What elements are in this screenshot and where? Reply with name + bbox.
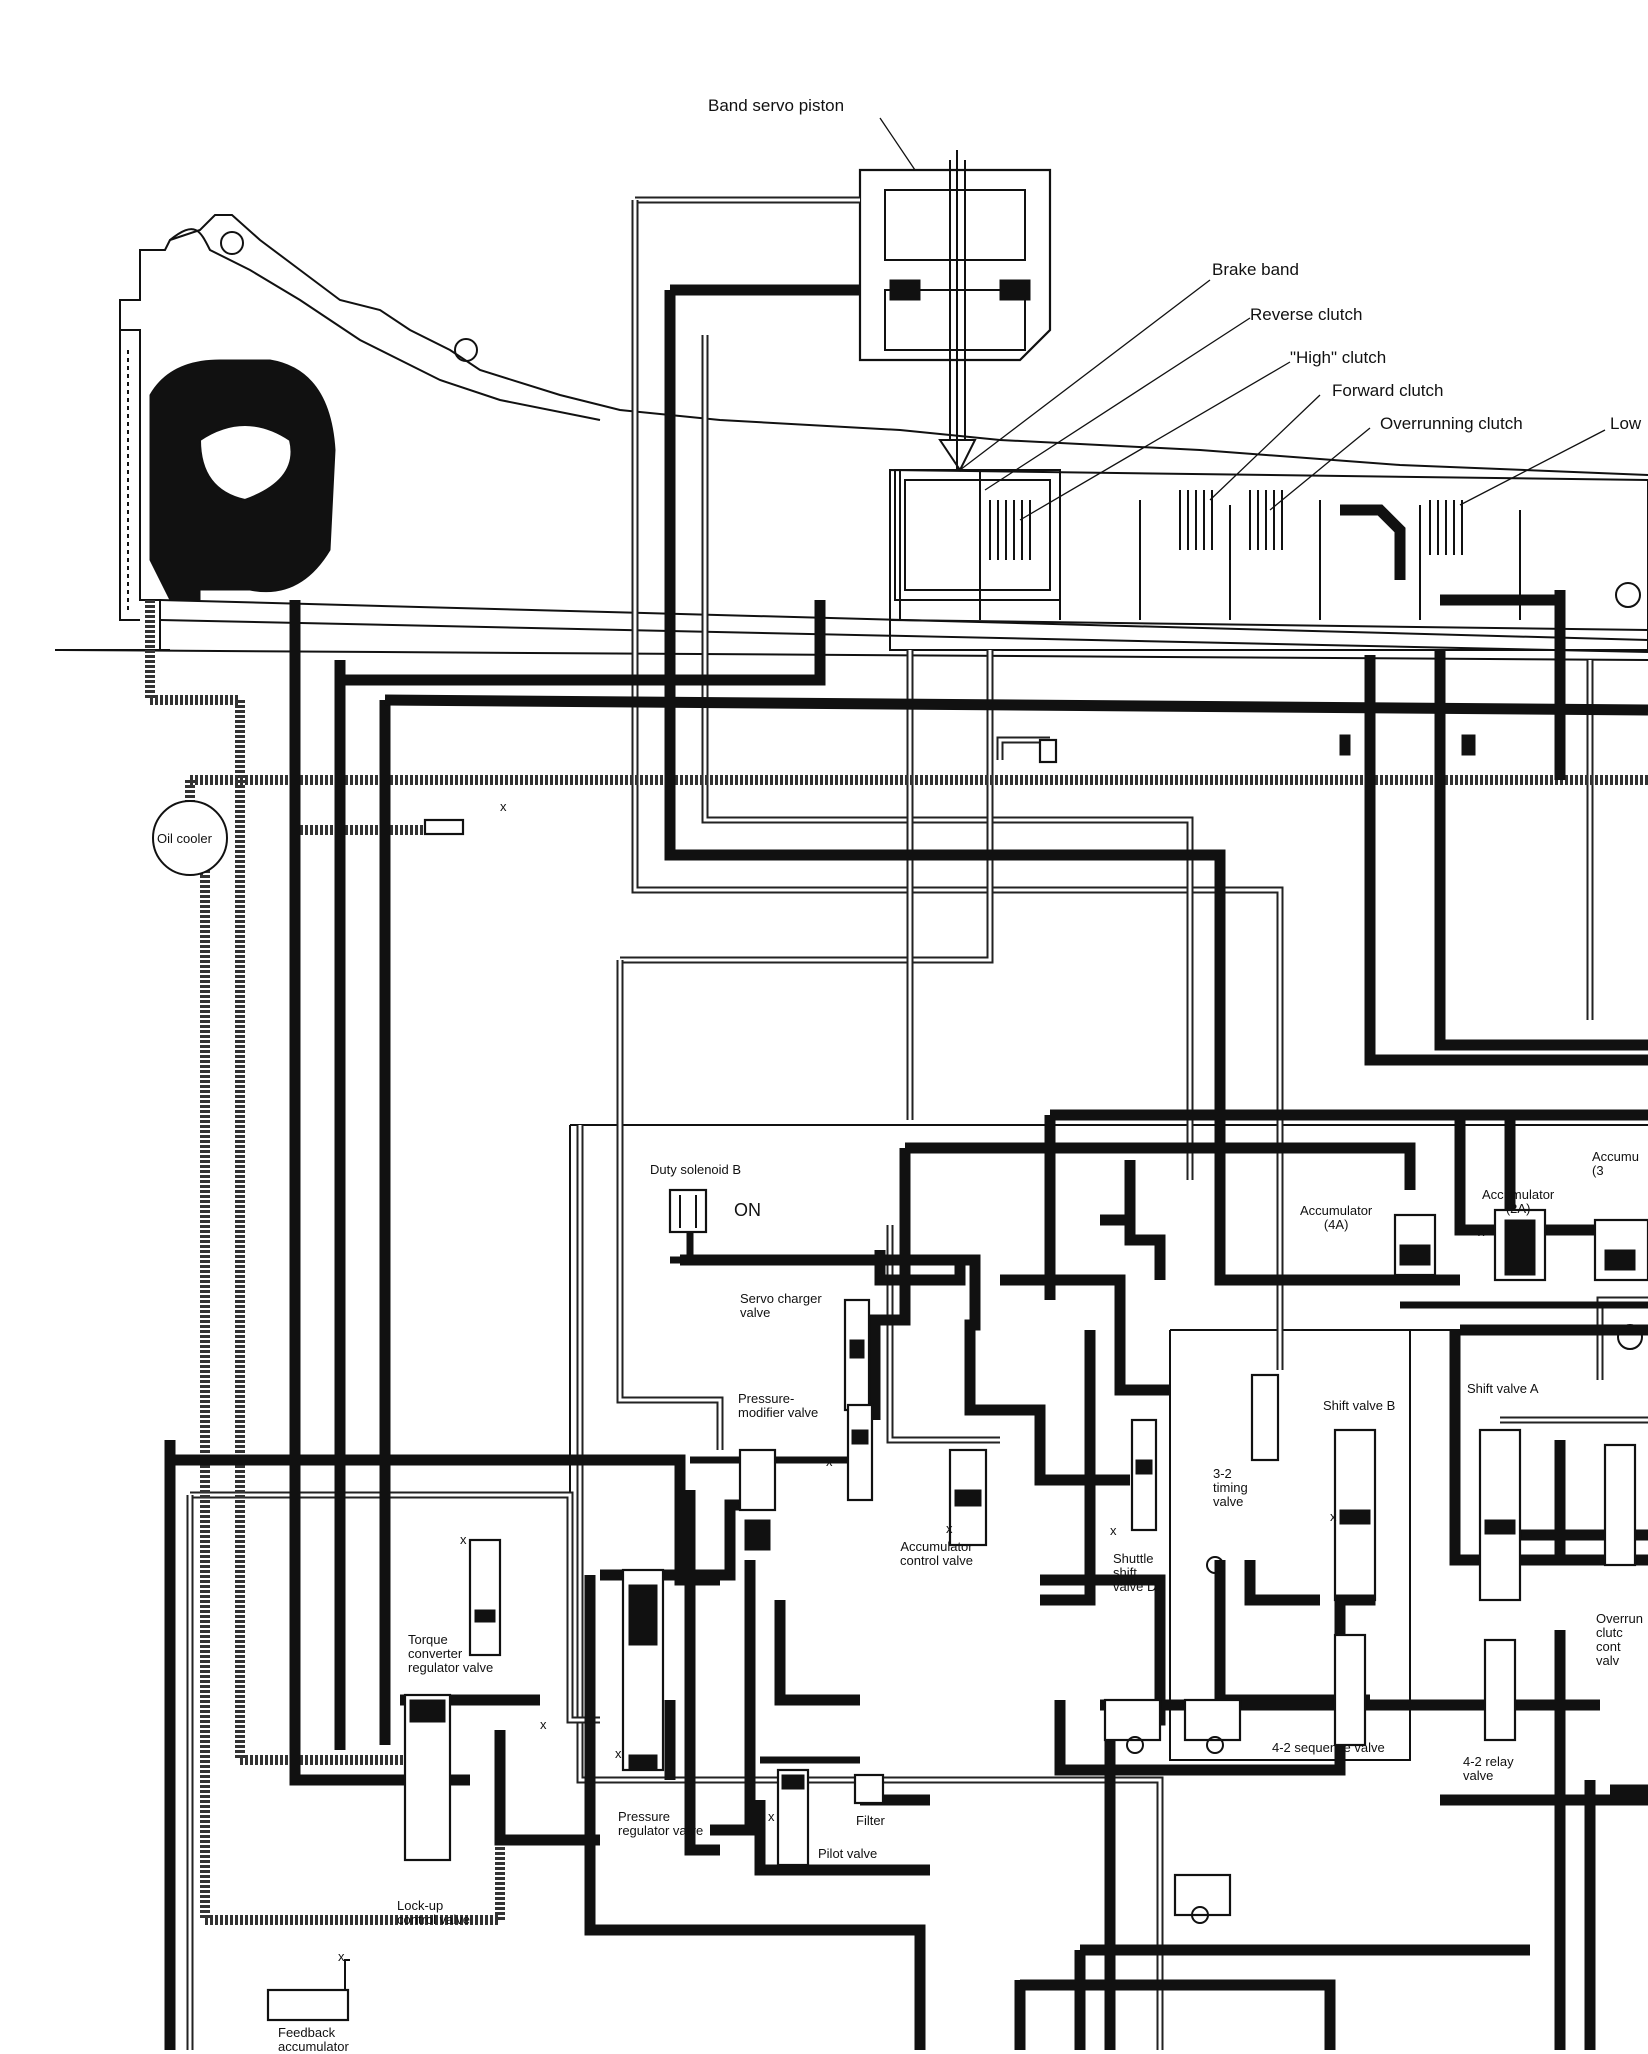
label-forward-clutch: Forward clutch bbox=[1332, 381, 1444, 400]
label-filter: Filter bbox=[856, 1813, 885, 1828]
label-overrunning-clutch-control-valve: Overrun clutc cont valv bbox=[1596, 1611, 1643, 1668]
label-overrunning-clutch: Overrunning clutch bbox=[1380, 414, 1523, 433]
label-high-clutch: "High" clutch bbox=[1290, 348, 1387, 367]
label-pilot-valve: Pilot valve bbox=[818, 1846, 878, 1861]
label-accumulator-4a: Accumulator (4A) bbox=[1300, 1203, 1373, 1232]
valves bbox=[266, 734, 1648, 2022]
drain-mark: x bbox=[946, 1521, 953, 1536]
drain-mark: x bbox=[1478, 1224, 1485, 1239]
label-servo-charger-valve: Servo charger valve bbox=[740, 1291, 822, 1320]
label-3-2-timing-valve: 3-2 timing valve bbox=[1213, 1466, 1248, 1509]
label-reverse-clutch: Reverse clutch bbox=[1250, 305, 1363, 324]
band-servo-body bbox=[858, 150, 1061, 601]
label-band-servo-piston: Band servo piston bbox=[708, 96, 845, 115]
label-accumulator-2a: Accumulator (2A) bbox=[1482, 1187, 1555, 1216]
oil-cooler-circle bbox=[152, 800, 228, 876]
label-low: Low bbox=[1610, 414, 1642, 433]
label-duty-solenoid-b: Duty solenoid B bbox=[650, 1162, 742, 1177]
label-accumulator-control-valve: Accumulator control valve bbox=[900, 1539, 973, 1568]
drain-mark: x bbox=[500, 799, 507, 814]
drain-mark: x bbox=[460, 1532, 467, 1547]
label-brake-band: Brake band bbox=[1212, 260, 1299, 279]
label-shuttle-shift-valve-d: Shuttle shift valve D bbox=[1113, 1551, 1157, 1594]
medium-circuits bbox=[670, 1256, 1648, 1764]
leader-lines bbox=[879, 117, 1606, 521]
drain-mark: x bbox=[768, 1809, 775, 1824]
label-pressure-modifier-valve: Pressure- modifier valve bbox=[738, 1391, 819, 1420]
label-accumulator-partial: Accumu (3 bbox=[1592, 1149, 1639, 1178]
drain-mark: x bbox=[540, 1717, 547, 1732]
drain-mark: x bbox=[338, 1949, 345, 1964]
drain-mark: x bbox=[1330, 1509, 1337, 1524]
label-on: ON bbox=[734, 1200, 761, 1220]
drain-mark: x bbox=[826, 1454, 833, 1469]
label-shift-valve-a: Shift valve A bbox=[1467, 1381, 1539, 1396]
drain-mark: x bbox=[1110, 1523, 1117, 1538]
label-shift-valve-b: Shift valve B bbox=[1323, 1398, 1396, 1413]
drain-mark: x bbox=[760, 1861, 767, 1876]
label-4-2-relay-valve: 4-2 relay valve bbox=[1463, 1754, 1514, 1783]
label-lock-up-control-valve: Lock-up control valve bbox=[397, 1898, 470, 1927]
transmission-case-outline bbox=[55, 214, 1648, 661]
label-torque-converter-regulator-valve: Torque converter regulator valve bbox=[408, 1632, 494, 1675]
drain-mark: x bbox=[615, 1746, 622, 1761]
line-pressure-circuits bbox=[164, 284, 1648, 2050]
label-oil-cooler: Oil cooler bbox=[157, 831, 212, 846]
label-4-2-sequence-valve: 4-2 sequence valve bbox=[1272, 1740, 1385, 1755]
label-pressure-regulator-valve: Pressure regulator valve bbox=[618, 1809, 704, 1838]
